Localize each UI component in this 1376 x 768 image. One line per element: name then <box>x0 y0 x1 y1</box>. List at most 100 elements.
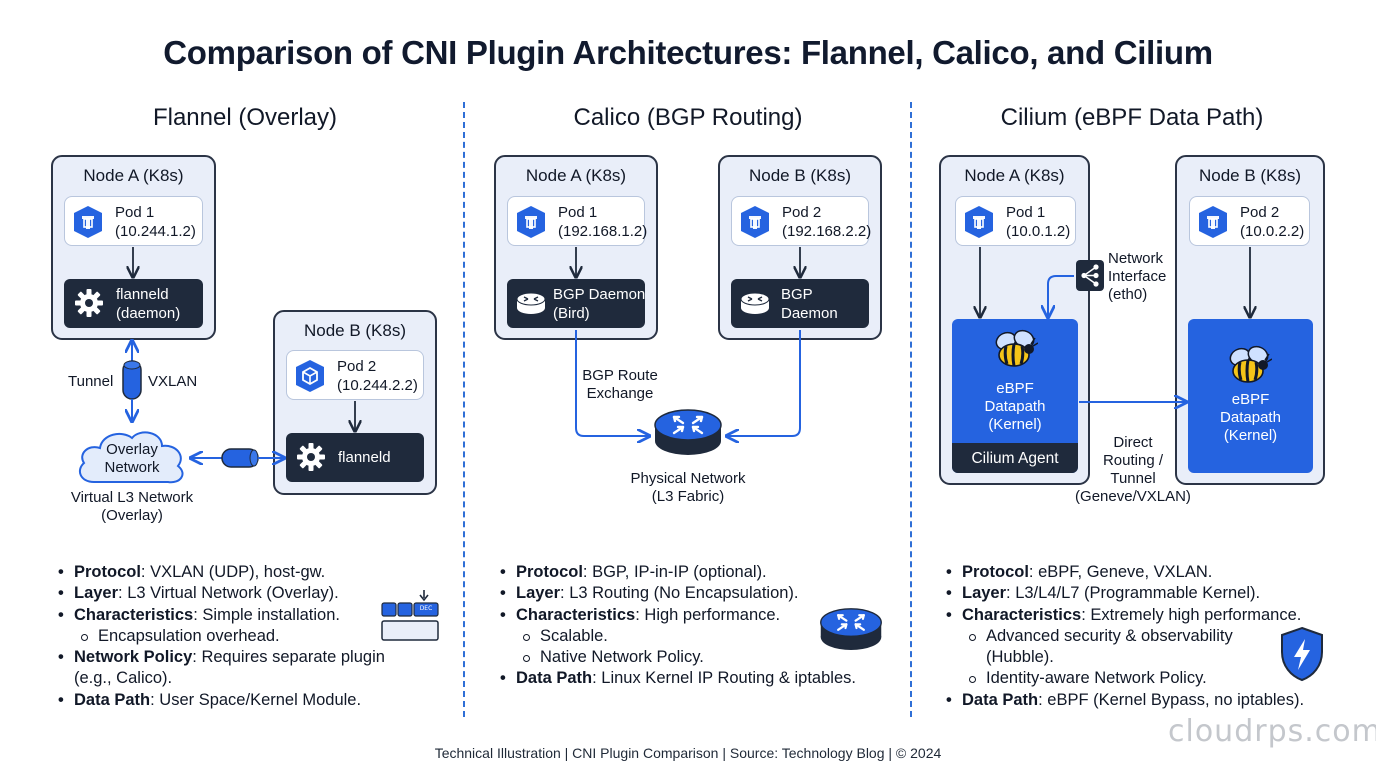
physical-router-icon <box>654 409 722 455</box>
list-item: Characteristics: High performance. <box>498 605 856 627</box>
cilium-agent[interactable]: Cilium Agent <box>952 443 1078 473</box>
cloud-caption-line-1: Virtual L3 Network <box>70 489 194 506</box>
network-interface-icon <box>1076 260 1104 291</box>
cilium-pod-2[interactable]: Pod 2 (10.0.2.2) <box>1189 196 1310 246</box>
pod-name: Pod 1 <box>115 204 155 221</box>
daemon-subtitle: (Bird) <box>553 305 590 322</box>
direct-label-line-1: Direct <box>1113 434 1153 451</box>
list-item: Characteristics: Simple installation. <box>56 605 385 627</box>
watermark: cloudrps.com <box>1168 714 1376 749</box>
flanneld-daemon-b[interactable]: flanneld <box>286 433 424 482</box>
network-interface-label: Network Interface (eth0) <box>1108 250 1166 304</box>
direct-label-line-2: Routing / <box>1102 452 1164 469</box>
list-sub-item-continuation: (Hubble). <box>986 648 1054 667</box>
ebpf-datapath-b[interactable]: eBPF Datapath (Kernel) <box>1188 319 1313 473</box>
daemon-subtitle: (daemon) <box>116 305 181 322</box>
physical-network-label: Physical Network (L3 Fabric) <box>608 470 768 506</box>
nic-label-line-1: Network <box>1108 250 1164 267</box>
bgp-daemon-a[interactable]: BGP Daemon (Bird) <box>507 279 645 328</box>
cloud-caption: Virtual L3 Network (Overlay) <box>52 489 212 525</box>
daemon-name: BGP Daemon <box>553 286 646 303</box>
flanneld-daemon-a[interactable]: flanneld (daemon) <box>64 279 203 328</box>
tunnel-label: Tunnel <box>68 373 114 390</box>
list-item: Protocol: VXLAN (UDP), host-gw. <box>56 562 385 584</box>
cilium-pod-1[interactable]: Pod 1 (10.0.1.2) <box>955 196 1076 246</box>
node-label: Node B (K8s) <box>1198 166 1302 185</box>
kubernetes-pod-icon <box>296 360 324 392</box>
gear-icon <box>75 289 103 317</box>
physical-label-line-1: Physical Network <box>630 470 746 487</box>
pod-name: Pod 2 <box>782 204 822 221</box>
bgp-route-exchange-label: BGP Route Exchange <box>570 367 670 403</box>
page-title: Comparison of CNI Plugin Architectures: … <box>163 34 1213 71</box>
calico-pod-1[interactable]: Pod 1 (192.168.1.2) <box>507 196 648 246</box>
datapath-line-1: eBPF <box>1231 391 1270 408</box>
datapath-line-2: Datapath <box>984 398 1046 415</box>
bgp-daemon-b[interactable]: BGP Daemon <box>731 279 869 328</box>
router-icon <box>740 292 770 314</box>
pod-name: Pod 2 <box>337 358 377 375</box>
pod-ip: (192.168.1.2) <box>558 223 648 240</box>
list-item: Characteristics: Extremely high performa… <box>944 605 1304 627</box>
flannel-bullets: Protocol: VXLAN (UDP), host-gw. Layer: L… <box>56 562 385 711</box>
list-item: Data Path: User Space/Kernel Module. <box>56 690 385 712</box>
list-item: Data Path: Linux Kernel IP Routing & ipt… <box>498 668 856 690</box>
physical-label-line-2: (L3 Fabric) <box>651 488 725 505</box>
daemon-name: flanneld <box>338 449 391 466</box>
node-label: Node A (K8s) <box>83 166 184 185</box>
pod-name: Pod 1 <box>1006 204 1046 221</box>
packet-encapsulation-icon <box>381 590 439 641</box>
footer-caption: Technical Illustration | CNI Plugin Comp… <box>434 745 942 761</box>
flannel-pod-2[interactable]: Pod 2 (10.244.2.2) <box>286 350 424 400</box>
route-label-line-1: BGP Route <box>582 367 658 384</box>
kubernetes-pod-icon <box>1199 206 1227 238</box>
list-item-continuation: (e.g., Calico). <box>74 669 173 688</box>
daemon-subtitle: Daemon <box>781 305 838 322</box>
column-divider-left <box>463 102 465 717</box>
node-label: Node A (K8s) <box>525 166 627 185</box>
flannel-pod-1[interactable]: Pod 1 (10.244.1.2) <box>64 196 203 246</box>
cloud-line-2: Network <box>104 459 160 476</box>
gear-icon <box>297 443 325 471</box>
node-label: Node B (K8s) <box>748 166 852 185</box>
kubernetes-pod-icon <box>74 206 102 238</box>
overlay-network-cloud-icon <box>78 431 184 484</box>
bee-icon <box>1229 345 1272 383</box>
flannel-column-title: Flannel (Overlay) <box>152 104 338 131</box>
pod-ip: (10.244.1.2) <box>115 223 196 240</box>
datapath-line-3: (Kernel) <box>988 416 1042 433</box>
list-item: Protocol: BGP, IP-in-IP (optional). <box>498 562 856 584</box>
pod-ip: (192.168.2.2) <box>782 223 872 240</box>
datapath-line-3: (Kernel) <box>1223 427 1278 444</box>
cilium-column-title: Cilium (eBPF Data Path) <box>1000 104 1264 131</box>
direct-label-line-3: Tunnel <box>1110 470 1156 487</box>
list-item: Layer: L3 Routing (No Encapsulation). <box>498 583 856 605</box>
cilium-agent-label: Cilium Agent <box>971 450 1059 467</box>
security-shield-icon <box>1281 626 1323 682</box>
pod-ip: (10.244.2.2) <box>337 377 418 394</box>
list-sub-item: Encapsulation overhead. <box>74 626 385 647</box>
calico-bullets: Protocol: BGP, IP-in-IP (optional). Laye… <box>498 562 856 690</box>
pod-ip: (10.0.2.2) <box>1240 223 1305 240</box>
nic-label-line-3: (eth0) <box>1108 286 1148 303</box>
cloud-label: Overlay Network <box>74 441 190 477</box>
direct-routing-label: Direct Routing / Tunnel (Geneve/VXLAN) <box>1068 434 1198 506</box>
nic-label-line-2: Interface <box>1108 268 1167 285</box>
list-item: Layer: L3/L4/L7 (Programmable Kernel). <box>944 583 1304 605</box>
daemon-name: flanneld <box>116 286 169 303</box>
kubernetes-pod-icon <box>517 206 545 238</box>
list-sub-item: Native Network Policy. <box>516 647 856 668</box>
pod-ip: (10.0.1.2) <box>1006 223 1071 240</box>
list-item: Data Path: eBPF (Kernel Bypass, no iptab… <box>944 690 1304 712</box>
datapath-line-2: Datapath <box>1220 409 1281 426</box>
vxlan-label: VXLAN <box>148 373 198 390</box>
list-item: Protocol: eBPF, Geneve, VXLAN. <box>944 562 1304 584</box>
kubernetes-pod-icon <box>965 206 993 238</box>
calico-pod-2[interactable]: Pod 2 (192.168.2.2) <box>731 196 872 246</box>
router-icon <box>516 292 546 314</box>
route-label-line-2: Exchange <box>586 385 654 402</box>
cilium-bullets: Protocol: eBPF, Geneve, VXLAN. Layer: L3… <box>944 562 1304 711</box>
list-item: Layer: L3 Virtual Network (Overlay). <box>56 583 385 605</box>
datapath-line-1: eBPF <box>996 380 1034 397</box>
list-sub-item: Scalable. <box>516 626 856 647</box>
